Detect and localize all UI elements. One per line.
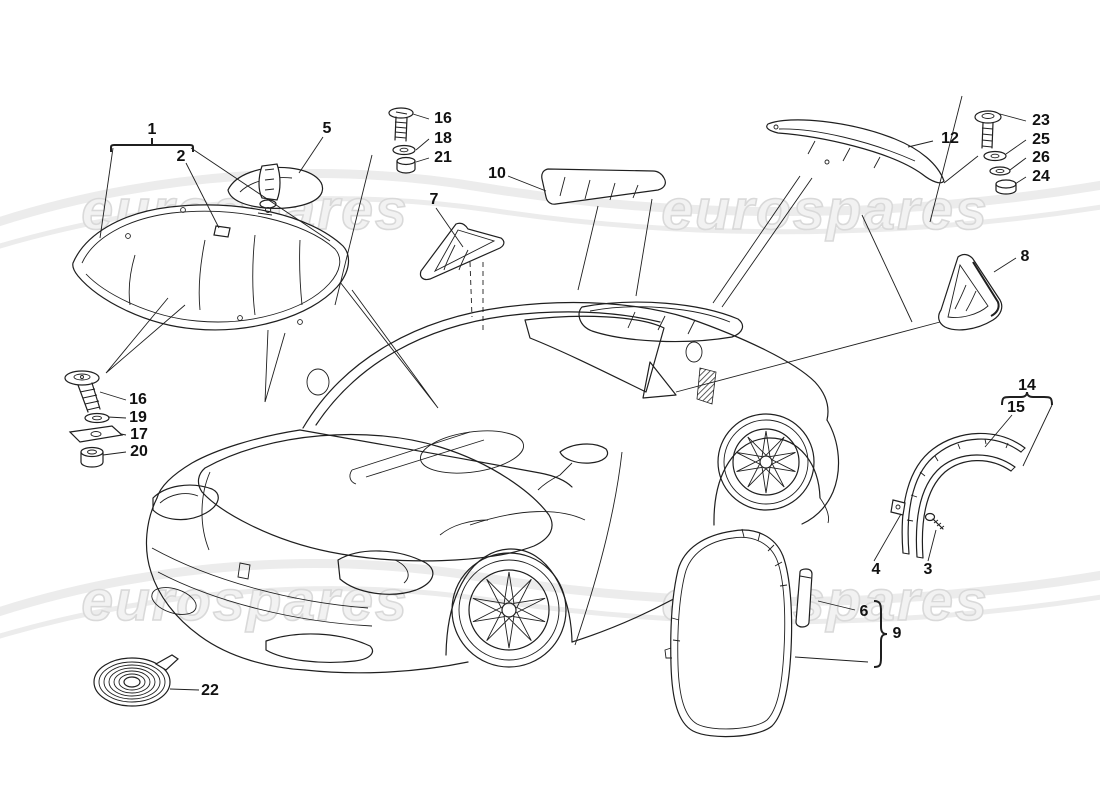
windscreen-glass <box>73 205 349 330</box>
front-wheel <box>452 553 566 667</box>
rear-glass-12 <box>767 120 944 183</box>
washer-26 <box>990 167 1010 175</box>
callout-15: 15 <box>1007 399 1025 416</box>
callout-10: 10 <box>488 165 506 182</box>
screw-3 <box>926 514 945 530</box>
screw-16-top <box>389 108 413 141</box>
callout-4: 4 <box>871 561 881 578</box>
callout-26: 26 <box>1032 149 1050 166</box>
callout-7: 7 <box>429 191 439 208</box>
callout-18: 18 <box>434 130 452 147</box>
callout-brackets <box>111 138 1052 667</box>
seal-pin-6 <box>796 569 812 627</box>
mirror-mount-pad <box>214 226 230 237</box>
callout-6: 6 <box>859 603 869 620</box>
grommet-21 <box>397 158 415 174</box>
channel-seal-14 <box>916 455 1015 558</box>
callout-17: 17 <box>130 426 148 443</box>
callout-3: 3 <box>923 561 933 578</box>
clip-4 <box>891 500 905 515</box>
rear-wheel <box>718 414 814 510</box>
callout-1: 1 <box>147 121 157 138</box>
callout-22: 22 <box>201 682 219 699</box>
quarter-window-7 <box>420 223 503 279</box>
screw-16-left <box>65 371 100 412</box>
callout-25: 25 <box>1032 131 1050 148</box>
callout-19: 19 <box>129 409 147 426</box>
washer-25 <box>984 152 1006 161</box>
callout-14: 14 <box>1018 377 1036 394</box>
interior-mirror <box>228 164 323 215</box>
callout-23: 23 <box>1032 112 1050 129</box>
callout-16-left: 16 <box>129 391 147 408</box>
callout-5: 5 <box>322 120 332 137</box>
washer-19 <box>85 414 109 423</box>
quarter-glass-8 <box>939 255 1002 330</box>
callout-24: 24 <box>1032 168 1050 185</box>
callout-9: 9 <box>892 625 902 642</box>
car-illustration <box>146 302 838 673</box>
callout-20: 20 <box>130 443 148 460</box>
grommet-20 <box>81 448 103 468</box>
callout-12: 12 <box>941 130 959 147</box>
strip-10 <box>542 169 666 204</box>
watermark-text: eurospares <box>81 568 409 634</box>
callout-2: 2 <box>176 148 186 165</box>
seal-coil-22 <box>94 655 178 706</box>
door-seal-9 <box>665 529 792 737</box>
plate-17 <box>70 426 122 442</box>
nut-24 <box>996 180 1016 194</box>
washer-18 <box>393 146 415 155</box>
screw-23 <box>975 111 1001 148</box>
callout-8: 8 <box>1020 248 1030 265</box>
callout-16-top: 16 <box>434 110 452 127</box>
callout-21: 21 <box>434 149 452 166</box>
leader-lines <box>100 96 1052 690</box>
